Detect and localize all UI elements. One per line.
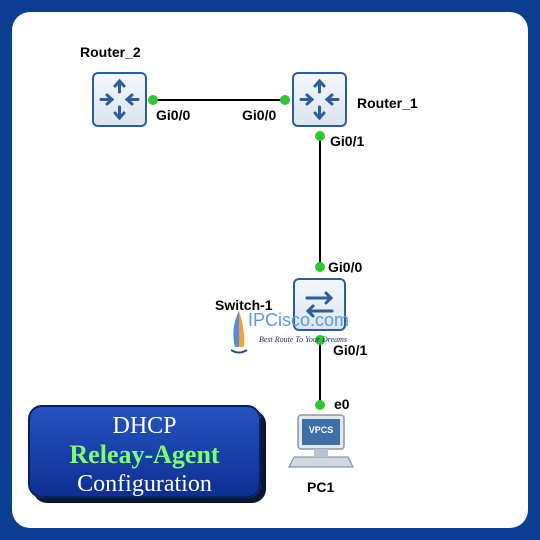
link-router2-router1 xyxy=(153,99,285,101)
router-icon xyxy=(299,78,340,121)
badge-line3: Configuration xyxy=(77,471,212,497)
router1-node[interactable] xyxy=(292,72,347,127)
watermark-tagline: Best Route To Your Dreams xyxy=(259,335,348,344)
badge-line1: DHCP xyxy=(112,413,177,439)
switch-icon xyxy=(305,291,334,318)
router1-port-left-label: Gi0/0 xyxy=(242,107,277,123)
switch1-port-top-label: Gi0/0 xyxy=(328,259,363,275)
title-badge: DHCP Releay-Agent Configuration xyxy=(28,405,261,498)
watermark-name: IPCisco.com xyxy=(248,310,350,330)
switch1-node[interactable] xyxy=(293,278,346,331)
ipcisco-watermark: IPCisco.com Best Route To Your Dreams xyxy=(229,309,369,359)
pc1-label: PC1 xyxy=(307,479,335,495)
link-switch1-pc1 xyxy=(319,338,321,405)
port-dot xyxy=(280,95,290,105)
port-dot xyxy=(315,262,325,272)
switch1-label: Switch-1 xyxy=(215,297,273,313)
router1-port-bottom-label: Gi0/1 xyxy=(330,133,365,149)
router2-port-label: Gi0/0 xyxy=(156,107,191,123)
pc1-screen-label: VPCS xyxy=(308,425,334,435)
switch1-port-bottom-label: Gi0/1 xyxy=(333,342,368,358)
sail-logo-icon xyxy=(230,311,248,354)
link-router1-switch1 xyxy=(319,136,321,266)
port-dot xyxy=(315,400,325,410)
router-icon xyxy=(99,78,140,121)
router1-label: Router_1 xyxy=(357,95,418,111)
badge-line2: Releay-Agent xyxy=(69,440,220,469)
pc1-port-label: e0 xyxy=(334,396,350,412)
router2-node[interactable] xyxy=(92,72,147,127)
port-dot xyxy=(315,335,325,345)
router2-label: Router_2 xyxy=(80,44,141,60)
pc1-node[interactable]: VPCS xyxy=(288,413,354,469)
computer-icon xyxy=(288,414,354,468)
port-dot xyxy=(315,131,325,141)
port-dot xyxy=(148,95,158,105)
